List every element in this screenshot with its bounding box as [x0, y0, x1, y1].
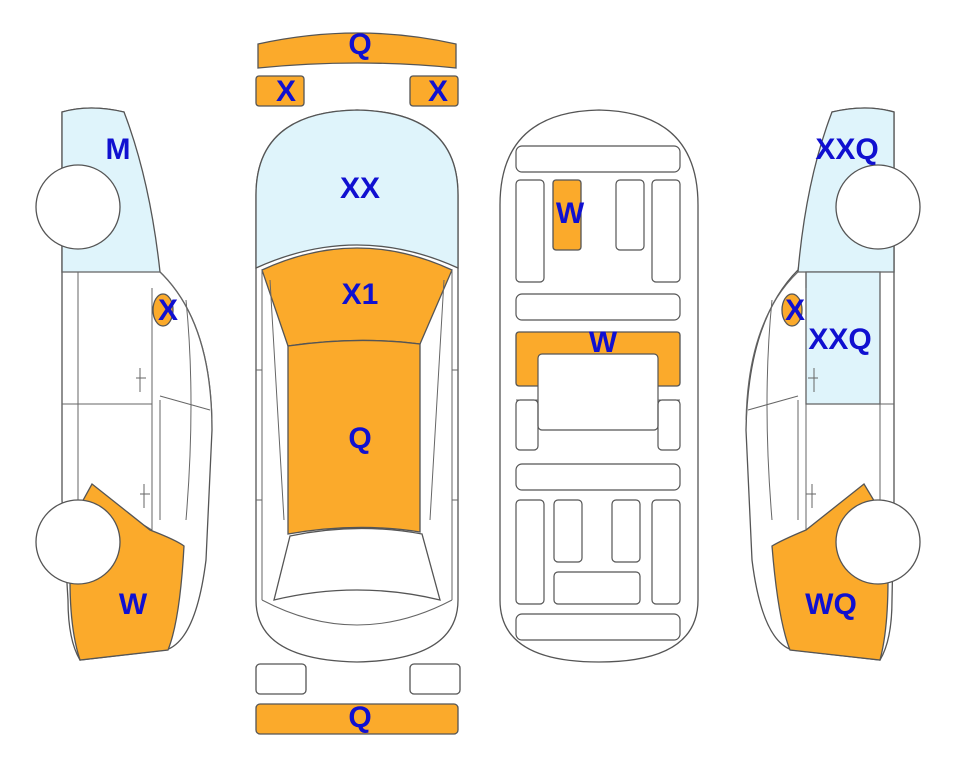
label-floor-seat: W: [556, 197, 585, 230]
front-left-light-panel[interactable]: [255, 75, 305, 107]
label-front-bumper: Q: [348, 28, 371, 61]
damage-labels: Q X X XX X1 Q Q M X W W W XXQ X XXQ WQ: [106, 28, 879, 734]
front-right-light-panel[interactable]: [409, 75, 459, 107]
rear-bumper-panel[interactable]: [255, 703, 459, 735]
label-windshield: XX: [340, 172, 380, 205]
left-front-wheel: [35, 164, 121, 250]
label-left-mirror: X: [158, 294, 178, 327]
label-right-front-glass: XXQ: [815, 133, 878, 166]
right-rear-wheel: [835, 499, 921, 585]
windshield-panel[interactable]: [255, 109, 459, 270]
left-rear-wheel: [35, 499, 121, 585]
right-side-view: [745, 107, 921, 661]
label-left-rear-quarter: W: [119, 588, 148, 621]
label-front-left-light: X: [276, 75, 296, 108]
floor-seat-panel[interactable]: [552, 179, 582, 251]
front-bumper-panel[interactable]: [257, 32, 457, 69]
rear-left-light: [255, 663, 307, 695]
underbody-view: [499, 109, 699, 663]
hood-rear-panel[interactable]: [287, 339, 421, 535]
top-view: [255, 32, 461, 735]
rear-right-light: [409, 663, 461, 695]
right-mirror-panel[interactable]: [781, 293, 803, 327]
label-right-mirror: X: [785, 294, 805, 327]
right-front-wheel: [835, 164, 921, 250]
label-right-door-glass: XXQ: [808, 323, 871, 356]
label-left-front-glass: M: [106, 133, 131, 166]
label-right-rear-quarter: WQ: [805, 588, 857, 621]
label-hood-front: X1: [342, 278, 379, 311]
label-hood-rear: Q: [348, 422, 371, 455]
left-side-view: [35, 107, 213, 661]
label-rear-bumper: Q: [348, 701, 371, 734]
label-floor-crossmember: W: [589, 326, 618, 359]
rear-window: [273, 527, 441, 601]
left-mirror-panel[interactable]: [152, 293, 174, 327]
label-front-right-light: X: [428, 75, 448, 108]
